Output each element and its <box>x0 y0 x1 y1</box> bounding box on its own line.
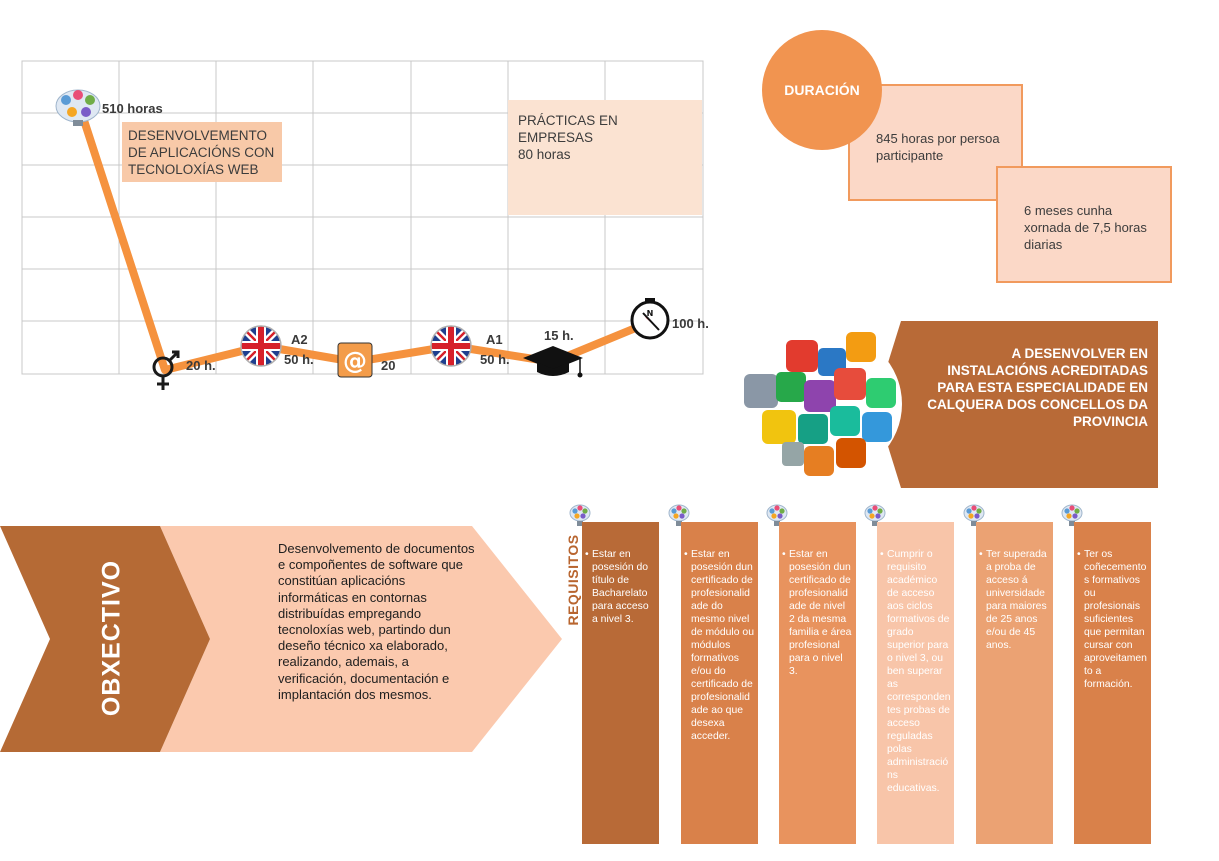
gender-equality-icon <box>152 350 180 390</box>
installations-text: A DESENVOLVER EN INSTALACIÓNS ACREDITADA… <box>927 346 1148 429</box>
objective-text: Desenvolvemento de documentos e compoñen… <box>278 541 475 702</box>
duration-box-months: 6 meses cunha xornada de 7,5 horas diari… <box>996 166 1172 283</box>
web-development-box: DESENVOLVEMENTO DE APLICACIÓNS CON TECNO… <box>122 122 282 182</box>
duration-circle: DURACIÓN <box>762 30 882 150</box>
uk-flag-icon <box>240 325 282 367</box>
objective-text-chevron <box>160 526 562 752</box>
node-label: A2 <box>291 332 308 347</box>
node-label: 20 h. <box>186 358 216 373</box>
node-label: A1 <box>486 332 503 347</box>
requirements-title: REQUISITOS <box>565 534 581 626</box>
requirement-text: Estar en posesión do título de Bacharela… <box>585 548 656 626</box>
cloud-network-icon <box>765 502 789 528</box>
requirement-column: Cumprir o requisito académico de acceso … <box>877 522 954 844</box>
svg-text:@: @ <box>343 347 367 375</box>
graduation-cap-icon <box>523 346 583 378</box>
cloud-network-icon <box>962 502 986 528</box>
requirement-column: Estar en posesión dun certificado de pro… <box>681 522 758 844</box>
web-development-label: DESENVOLVEMENTO DE APLICACIÓNS CON TECNO… <box>128 128 275 177</box>
requirement-column: Ter superada a proba de acceso á univers… <box>976 522 1053 844</box>
duration-title: DURACIÓN <box>784 82 860 98</box>
objective-title: OBXECTIVO <box>97 559 126 717</box>
node-label: 20 <box>381 358 396 373</box>
uk-flag-icon <box>430 325 472 367</box>
duration-months-text: 6 meses cunha xornada de 7,5 horas diari… <box>1024 203 1147 252</box>
node-label: 50 h. <box>480 352 510 367</box>
requirement-text: Ter os coñecementos formativos ou profes… <box>1077 548 1148 691</box>
svg-text:N: N <box>647 309 654 318</box>
cloud-network-icon <box>667 502 691 528</box>
cloud-network-icon <box>55 89 101 126</box>
email-at-icon: @ <box>337 342 373 378</box>
web-hours-label: 510 horas <box>102 101 163 116</box>
cloud-network-icon <box>568 502 592 528</box>
practicas-box: PRÁCTICAS EN EMPRESAS 80 horas <box>508 100 702 215</box>
node-label: 15 h. <box>544 328 574 343</box>
requirement-column: Estar en posesión dun certificado de pro… <box>779 522 856 844</box>
apps-cluster-icon <box>744 332 902 476</box>
timeline-chart: @ N <box>21 60 704 390</box>
practicas-label: PRÁCTICAS EN EMPRESAS <box>518 113 618 145</box>
requirement-text: Cumprir o requisito académico de acceso … <box>880 548 951 795</box>
node-label: 50 h. <box>284 352 314 367</box>
requirement-text: Estar en posesión dun certificado de pro… <box>684 548 755 743</box>
requirement-text: Estar en posesión dun certificado de pro… <box>782 548 853 678</box>
practicas-hours: 80 horas <box>518 147 571 162</box>
compass-icon: N <box>630 298 670 340</box>
requirement-column: Estar en posesión do título de Bacharela… <box>582 522 659 844</box>
requirement-column: Ter os coñecementos formativos ou profes… <box>1074 522 1151 844</box>
duration-hours-text: 845 horas por persoa participante <box>876 131 1000 163</box>
node-label: 100 h. <box>672 316 709 331</box>
cloud-network-icon <box>863 502 887 528</box>
cloud-network-icon <box>1060 502 1084 528</box>
installations-banner: A DESENVOLVER EN INSTALACIÓNS ACREDITADA… <box>875 321 1158 488</box>
requirement-text: Ter superada a proba de acceso á univers… <box>979 548 1050 652</box>
